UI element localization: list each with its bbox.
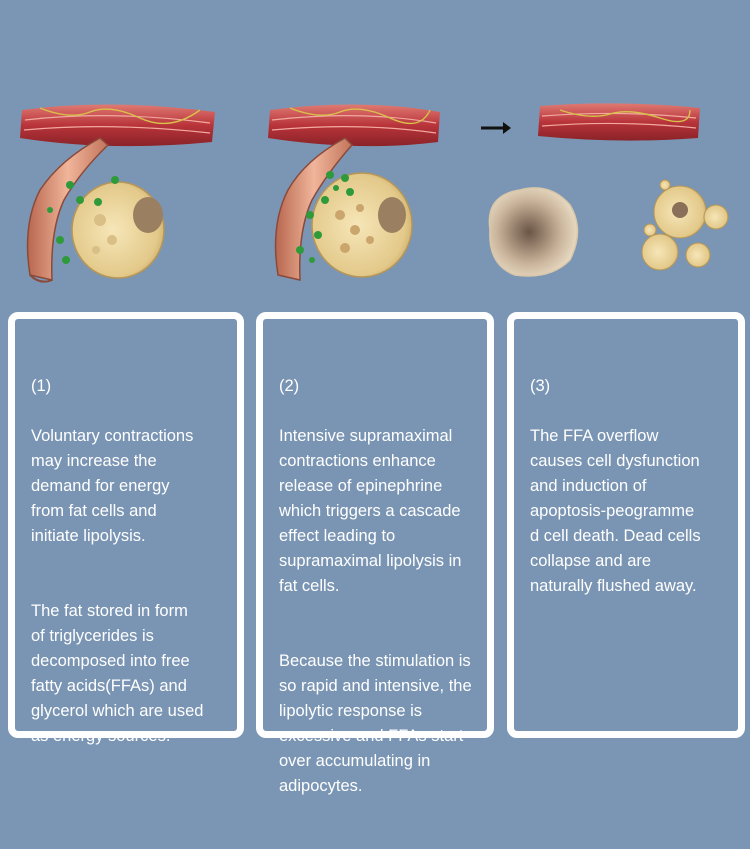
stage-2-panel: (2) Intensive supramaximal contractions …	[256, 312, 494, 795]
muscle-fiber-icon	[538, 103, 700, 141]
stage-2-text: (2) Intensive supramaximal contractions …	[279, 349, 479, 849]
stage-number: (2)	[279, 377, 300, 395]
stage-3-panel: (3) The FFA overflow causes cell dysfunc…	[507, 312, 745, 738]
stage-paragraph: Intensive supramaximal contractions enha…	[279, 427, 462, 595]
muscle-fiber-icon	[268, 104, 440, 147]
stage-paragraph: Because the stimulation is so rapid and …	[279, 652, 472, 795]
blood-vessel-icon	[26, 137, 110, 283]
arrow-right-icon	[481, 122, 511, 134]
stage-1-text: (1) Voluntary contractions may increase …	[31, 349, 229, 799]
muscle-fiber-icon	[20, 104, 215, 147]
stage-number: (3)	[530, 377, 551, 395]
stage-1-panel: (1) Voluntary contractions may increase …	[8, 312, 244, 745]
dead-fat-cell-icon	[488, 187, 579, 277]
stage-paragraph: The FFA overflow causes cell dysfunction…	[530, 427, 701, 595]
stage-paragraph: The fat stored in form of triglycerides …	[31, 602, 204, 745]
ffa-dots	[47, 176, 119, 264]
blood-vessel-icon	[274, 137, 354, 281]
ffa-dots	[296, 171, 354, 263]
fat-cell-icon	[71, 181, 165, 279]
stage-3-illustration	[488, 103, 729, 277]
stage-1-illustration	[20, 104, 215, 283]
stage-2-illustration	[268, 104, 440, 281]
fat-cell-icon	[311, 172, 413, 278]
stage-number: (1)	[31, 377, 52, 395]
lipolysis-illustration	[20, 103, 729, 283]
fragmented-cells-icon	[641, 179, 729, 271]
stage-paragraph: Voluntary contractions may increase the …	[31, 427, 194, 545]
stage-3-text: (3) The FFA overflow causes cell dysfunc…	[530, 349, 730, 649]
